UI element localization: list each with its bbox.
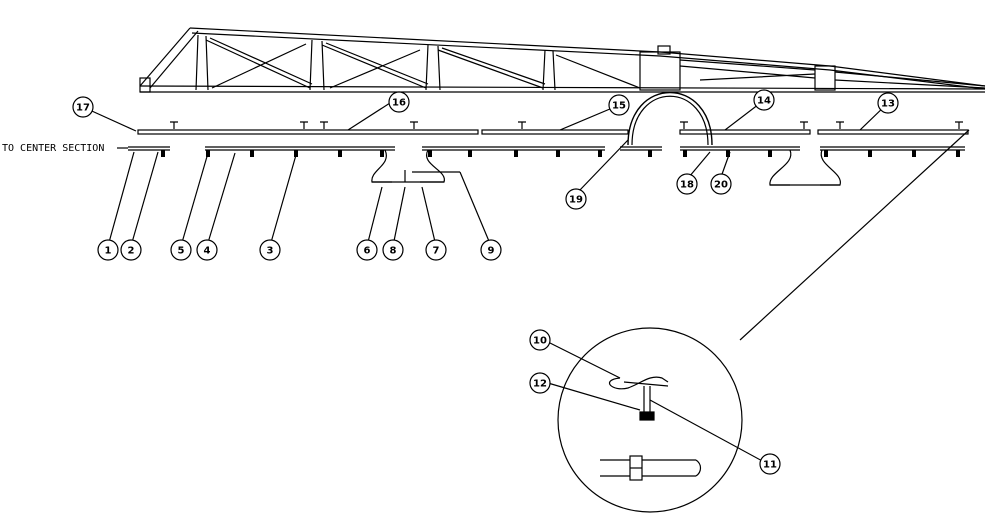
callout-14-label: 14 — [757, 96, 771, 107]
callout-15-label: 15 — [612, 101, 626, 112]
callout-6: 6 — [356, 239, 378, 261]
leader-lines — [82, 100, 970, 464]
callout-9: 9 — [480, 239, 502, 261]
callout-5-label: 5 — [178, 246, 185, 257]
callout-10: 10 — [529, 329, 551, 351]
callout-1: 1 — [97, 239, 119, 261]
nozzle-body — [428, 150, 432, 157]
callout-5: 5 — [170, 239, 192, 261]
nozzle-body — [768, 150, 772, 157]
callout-18-label: 18 — [680, 180, 694, 191]
callout-13: 13 — [877, 92, 899, 114]
nozzle-body — [294, 150, 298, 157]
spray-line — [128, 146, 965, 151]
callout-13-label: 13 — [881, 99, 895, 110]
callout-2-label: 2 — [128, 246, 135, 257]
callout-7: 7 — [425, 239, 447, 261]
nozzle-body — [161, 150, 165, 157]
callout-8-label: 8 — [390, 246, 397, 257]
nozzle-row — [161, 150, 960, 157]
callout-10-label: 10 — [533, 336, 547, 347]
callout-1-label: 1 — [105, 246, 112, 257]
callout-4: 4 — [196, 239, 218, 261]
callout-19: 19 — [565, 188, 587, 210]
callout-8: 8 — [382, 239, 404, 261]
nozzle-body — [338, 150, 342, 157]
callout-16: 16 — [388, 91, 410, 113]
nozzle-body — [824, 150, 828, 157]
callout-3-label: 3 — [267, 246, 274, 257]
nozzle-body — [912, 150, 916, 157]
nozzle-body — [556, 150, 560, 157]
nozzle-body — [868, 150, 872, 157]
callout-11: 11 — [759, 453, 781, 475]
callout-19-label: 19 — [569, 195, 583, 206]
callout-2: 2 — [120, 239, 142, 261]
nozzle-body — [250, 150, 254, 157]
callout-17-label: 17 — [76, 103, 90, 114]
callout-11-label: 11 — [763, 460, 777, 471]
nozzle-body — [514, 150, 518, 157]
callout-12: 12 — [529, 372, 551, 394]
arch-hose — [627, 92, 713, 146]
callout-18: 18 — [676, 173, 698, 195]
boom-truss — [139, 27, 986, 93]
callout-20: 20 — [710, 173, 732, 195]
callout-16-label: 16 — [392, 98, 406, 109]
callout-17: 17 — [72, 96, 94, 118]
detail-view — [557, 327, 743, 513]
callout-7-label: 7 — [433, 246, 440, 257]
callout-20-label: 20 — [714, 180, 728, 191]
nozzle-body — [380, 150, 384, 157]
upper-boom — [137, 121, 969, 135]
nozzle-body — [726, 150, 730, 157]
callout-12-label: 12 — [533, 379, 547, 390]
callout-6-label: 6 — [364, 246, 371, 257]
callout-14: 14 — [753, 89, 775, 111]
to-center-section-label: TO CENTER SECTION — [2, 143, 104, 154]
nozzle-body — [648, 150, 652, 157]
drop-hoses — [371, 149, 841, 186]
nozzle-body — [468, 150, 472, 157]
callout-4-label: 4 — [204, 246, 211, 257]
callout-15: 15 — [608, 94, 630, 116]
nozzle-body — [956, 150, 960, 157]
nozzle-body — [683, 150, 687, 157]
callout-3: 3 — [259, 239, 281, 261]
callout-9-label: 9 — [488, 246, 495, 257]
nozzle-body — [598, 150, 602, 157]
